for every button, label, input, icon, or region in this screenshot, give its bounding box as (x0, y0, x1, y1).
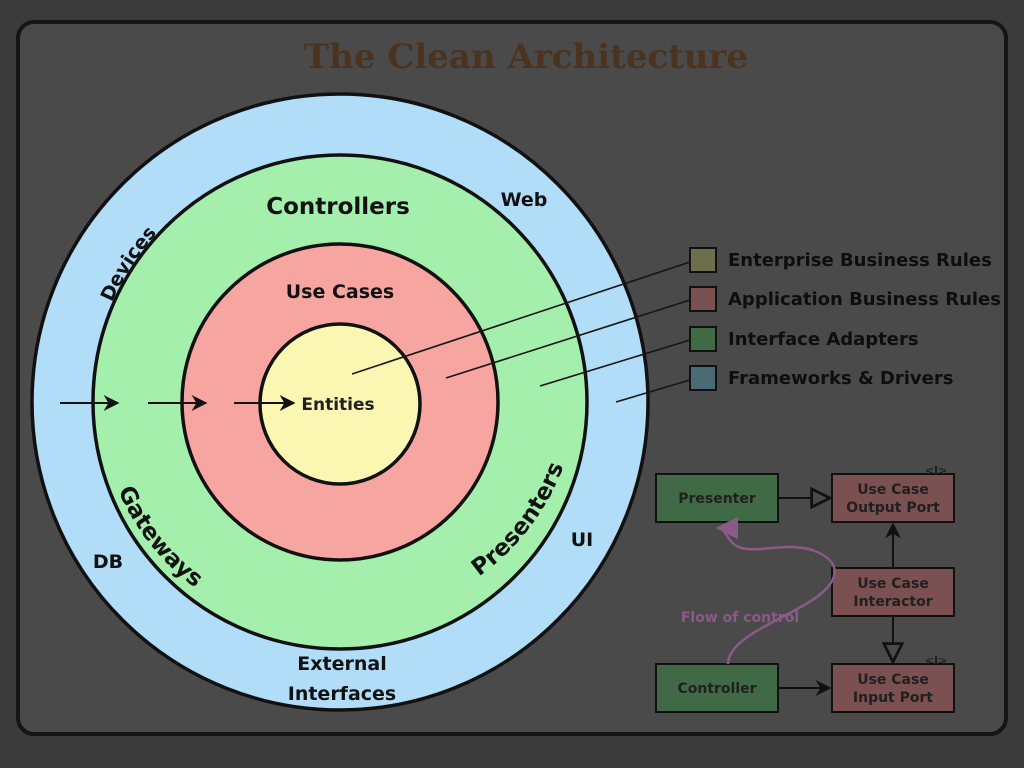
presenter-box-label: Presenter (678, 491, 756, 507)
output-port-interface-marker: <I> (925, 464, 948, 477)
legend-label-application: Application Business Rules (728, 289, 1001, 310)
page-title: The Clean Architecture (304, 37, 748, 77)
output-port-label-line2: Output Port (846, 500, 940, 516)
presenter-box (655, 473, 779, 523)
legend-label-frameworks: Frameworks & Drivers (728, 368, 953, 389)
input-port-box (831, 663, 955, 713)
output-port-box (831, 473, 955, 523)
legend-swatch-adapters (689, 326, 717, 352)
legend-swatch-enterprise (689, 247, 717, 273)
external-interfaces-label-line1: External (297, 653, 386, 675)
web-label: Web (501, 189, 548, 211)
input-port-label-line2: Input Port (853, 690, 934, 706)
legend-swatch-frameworks (689, 365, 717, 391)
legend-label-adapters: Interface Adapters (728, 329, 919, 350)
entities-label: Entities (301, 395, 374, 415)
input-port-interface-marker: <I> (925, 654, 948, 667)
interactor-box (831, 567, 955, 617)
legend-swatch-application (689, 286, 717, 312)
use-cases-label: Use Cases (286, 281, 395, 303)
external-interfaces-label-line2: Interfaces (288, 683, 396, 705)
leader-line-use-cases (445, 299, 691, 379)
controller-box-label: Controller (677, 681, 756, 697)
input-port-label-line1: Use Case (857, 672, 929, 688)
ui-label: UI (571, 529, 594, 551)
leader-line-frameworks (615, 379, 691, 403)
db-label: DB (93, 551, 123, 573)
controllers-label: Controllers (266, 194, 410, 220)
leader-line-entities (351, 261, 691, 375)
interactor-label-line1: Use Case (857, 576, 929, 592)
legend-label-enterprise: Enterprise Business Rules (728, 250, 992, 271)
output-port-label-line1: Use Case (857, 482, 929, 498)
leader-line-adapters (539, 339, 691, 387)
interactor-label-line2: Interactor (853, 594, 932, 610)
flow-of-control-label: Flow of control (681, 610, 799, 626)
flow-of-control-curve (715, 516, 836, 665)
